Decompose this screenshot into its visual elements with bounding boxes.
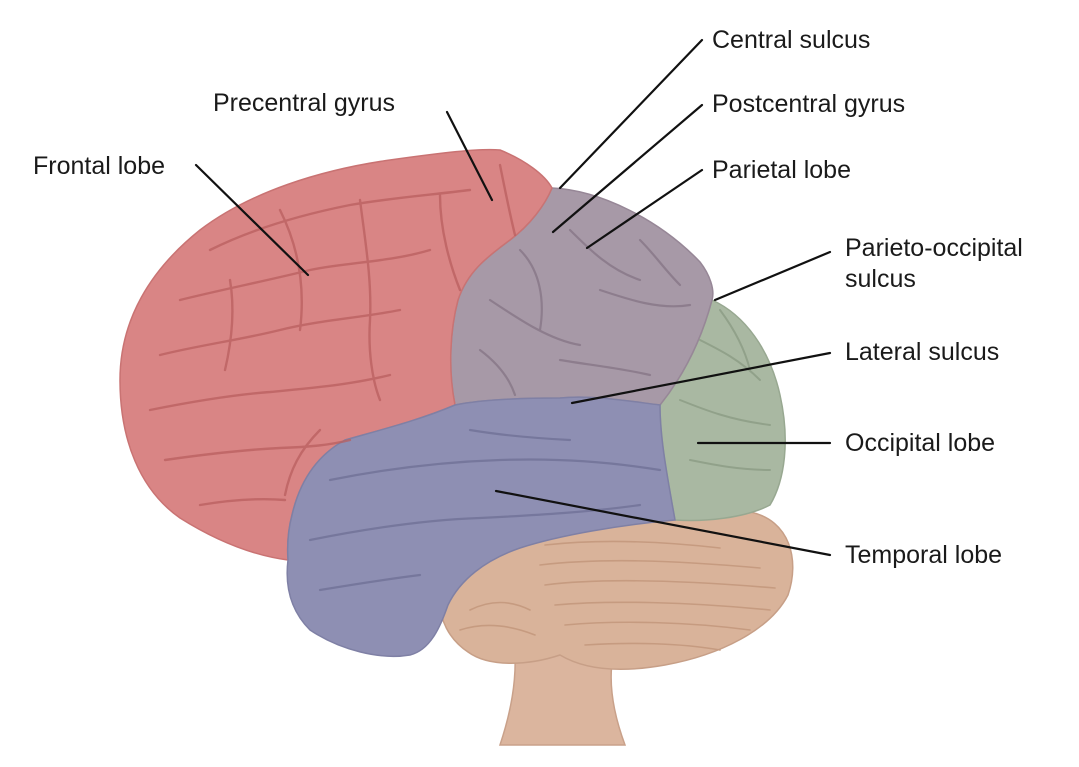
leader-lateral-sulcus — [570, 351, 832, 405]
parietal-gyri-texture — [478, 228, 692, 397]
parietal-lobe-label: Parietal lobe — [712, 156, 851, 184]
frontal-lobe-region — [119, 148, 553, 561]
lateral-sulcus-label: Lateral sulcus — [845, 338, 1000, 366]
leader-parietal-lobe — [585, 168, 704, 250]
leader-parieto-occipital-sulcus — [713, 250, 832, 302]
cerebellum-folia — [459, 540, 776, 651]
temporal-gyri-texture — [308, 428, 662, 592]
parieto-occipital-sulcus-line2: sulcus — [845, 265, 916, 293]
parieto-occipital-sulcus-label: Parieto-occipital sulcus — [845, 234, 1023, 294]
frontal-lobe-label: Frontal lobe — [33, 152, 166, 180]
leader-postcentral-gyrus — [551, 103, 704, 234]
leader-precentral-gyrus — [445, 110, 494, 202]
occipital-lobe-label: Occipital lobe — [845, 429, 996, 457]
leader-lines — [194, 38, 832, 557]
leader-temporal-lobe — [494, 489, 832, 557]
precentral-gyrus-label: Precentral gyrus — [213, 89, 396, 117]
leader-central-sulcus — [558, 38, 704, 190]
parieto-occipital-sulcus-line1: Parieto-occipital — [845, 234, 1023, 262]
occipital-gyri-texture — [679, 309, 771, 471]
temporal-lobe-label: Temporal lobe — [845, 541, 1003, 569]
frontal-gyri-texture — [148, 163, 517, 507]
postcentral-gyrus-label: Postcentral gyrus — [712, 90, 906, 118]
central-sulcus-label: Central sulcus — [712, 26, 871, 54]
leader-frontal-lobe — [194, 163, 310, 277]
